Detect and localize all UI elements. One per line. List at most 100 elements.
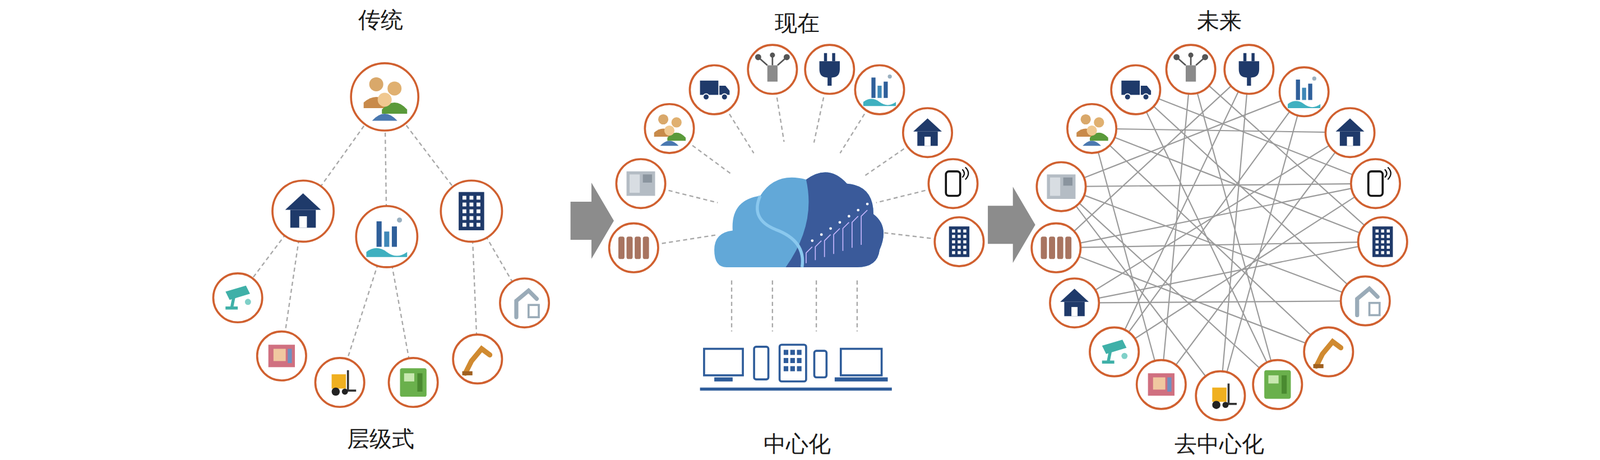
rect-shape [957,246,961,249]
truck-icon [689,65,739,115]
icon-ring [1303,327,1353,377]
path-shape [962,167,969,180]
rect-shape [963,240,966,244]
rect-shape [790,349,795,355]
rect-shape [1264,370,1291,400]
rect-shape [1121,80,1140,95]
rect-shape [1302,88,1307,101]
rect-shape [462,223,467,228]
icon-glyph [331,370,357,397]
dashed-link [856,280,858,332]
arm2-icon [1340,276,1390,326]
rect-shape [1375,251,1379,254]
circuit-trace [852,216,859,248]
truck-icon [1111,65,1160,115]
rect-shape [629,174,640,193]
rect-shape [1296,79,1301,100]
rect-shape [1046,174,1076,200]
forklift-icon [1195,371,1245,421]
circuit-trace [806,247,813,264]
heading-text: 现在 [774,10,820,36]
circle-shape [783,54,790,61]
rect-shape [790,358,795,364]
rect-shape [476,223,481,228]
circuit-dot [847,215,851,219]
icon-ring [1136,360,1186,410]
rect-shape [767,65,778,82]
rect-shape [626,236,633,260]
rect-shape [462,216,467,221]
rect-shape [528,304,539,318]
icon-glyph [1212,383,1237,410]
icon-ring [440,180,502,242]
path-shape [1238,61,1260,86]
circle-outline [607,40,987,421]
icon-glyph [400,368,427,397]
rect-shape [1386,240,1390,244]
rect-shape [1048,236,1056,260]
rect-shape [1386,251,1390,254]
rect-shape [1381,240,1385,244]
rect-shape [476,202,481,207]
rect-shape [458,192,485,231]
heading-text: 传统 [358,6,404,33]
rect-shape [462,196,467,201]
rect-shape [700,387,892,391]
caption-text: 层级式 [347,426,415,452]
circle-shape [671,117,682,128]
circle-shape [755,54,762,61]
circle-shape [664,125,675,136]
rect-shape [917,131,938,146]
rect-shape [331,374,346,389]
rect-shape [797,358,802,364]
mesh-link [1074,301,1366,304]
icon-glyph [1046,174,1076,200]
rect-shape [1281,375,1287,395]
icon-glyph [225,285,252,309]
rect-shape [714,377,733,382]
rect-shape [1375,246,1379,249]
path-shape [1335,118,1365,132]
rect-shape [391,226,397,247]
circle-shape [1173,54,1180,61]
circle-shape [658,114,669,125]
camera-icon [1089,327,1139,377]
path-shape [757,196,803,268]
icon-ring [689,65,739,115]
icon-glyph [462,349,490,376]
rect-shape [384,231,390,247]
factory-icon [854,65,904,115]
icon-ring [1340,276,1390,326]
era-heading: 现在 [607,9,987,37]
rect-shape [951,240,955,244]
icon-ring [1050,278,1099,328]
circuit-trace [833,228,840,255]
icon-ring [257,331,307,381]
icon-glyph [1287,76,1321,109]
building-icon [440,180,502,242]
rect-shape [299,216,308,228]
era-caption: 层级式 [191,425,570,453]
rect-shape [469,209,474,214]
circle-shape [369,77,384,92]
rect-shape [400,368,427,397]
caption-text: 去中心化 [1174,431,1265,457]
forklift-icon [315,358,364,408]
path-shape [819,61,840,86]
icon-glyph [366,217,408,258]
era-circle: 现在中心化 [607,40,987,421]
rect-shape [951,251,955,254]
machine-icon [1036,162,1086,211]
house-icon [272,180,334,242]
rect-shape [1372,226,1393,258]
icon-glyph [626,171,656,197]
machine-icon [616,159,665,208]
icon-glyph [1041,236,1072,260]
icon-glyph [945,167,969,197]
building-icon [1358,217,1408,267]
sat-icon [747,44,797,94]
icon-ring [1111,65,1160,115]
icon-ring [747,44,797,94]
rect-shape [287,349,292,364]
rect-shape [634,236,641,260]
